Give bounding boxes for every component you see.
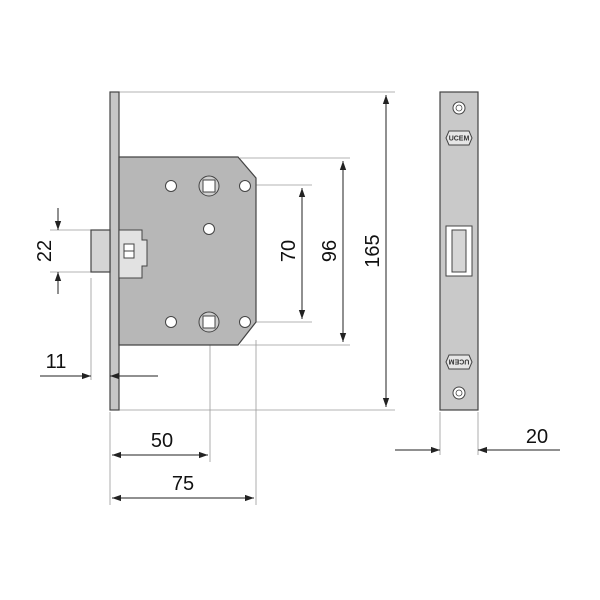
dimension-labels: 165 96 70 22 11 50 75 20 [34, 234, 548, 495]
faceplate-front-view: UCEM UCEM [439, 91, 479, 411]
screw-hole-bottom-left [165, 316, 177, 328]
dim-label-165: 165 [362, 234, 384, 267]
logo-badge-top: UCEM [445, 130, 473, 146]
dim-label-50: 50 [151, 430, 173, 452]
screw-hole-middle [203, 223, 215, 235]
spindle-square-bottom [202, 315, 216, 329]
spindle-square-top [202, 179, 216, 193]
dim-label-96: 96 [319, 240, 341, 262]
dim-label-70: 70 [278, 240, 300, 262]
faceplate-side [109, 91, 120, 411]
dim-label-20: 20 [526, 426, 548, 448]
screw-hole-bottom-right [239, 316, 251, 328]
faceplate-screw-bottom [452, 386, 466, 400]
logo-text-top: UCEM [449, 136, 470, 143]
latch-bolt-front [451, 229, 467, 273]
logo-text-bottom: UCEM [449, 358, 470, 365]
lock-case [118, 156, 257, 346]
dim-label-11: 11 [46, 351, 67, 373]
screw-hole-top-left [165, 180, 177, 192]
lock-side-view [90, 91, 257, 411]
logo-badge-bottom: UCEM [445, 354, 473, 370]
screw-hole-top-right [239, 180, 251, 192]
faceplate-screw-top [452, 101, 466, 115]
dim-label-75: 75 [172, 473, 194, 495]
dim-label-22: 22 [34, 240, 56, 262]
latch-bolt [90, 229, 111, 273]
dimension-lines [40, 95, 560, 502]
